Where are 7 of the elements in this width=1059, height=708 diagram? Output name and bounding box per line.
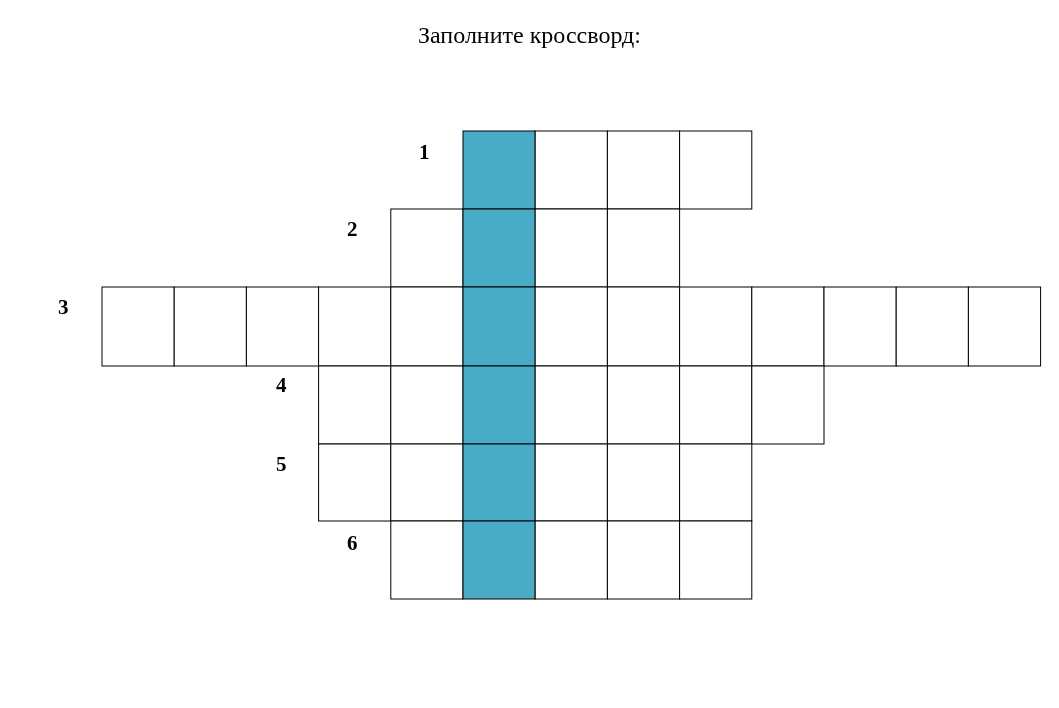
clue-number: 4 bbox=[276, 375, 287, 396]
clue-number: 5 bbox=[276, 454, 287, 475]
clue-number: 1 bbox=[419, 142, 430, 163]
title: Заполните кроссворд: bbox=[417, 22, 642, 49]
clue-number: 3 bbox=[58, 297, 69, 318]
clue-number: 6 bbox=[347, 533, 358, 554]
clue-number: 2 bbox=[347, 219, 358, 240]
